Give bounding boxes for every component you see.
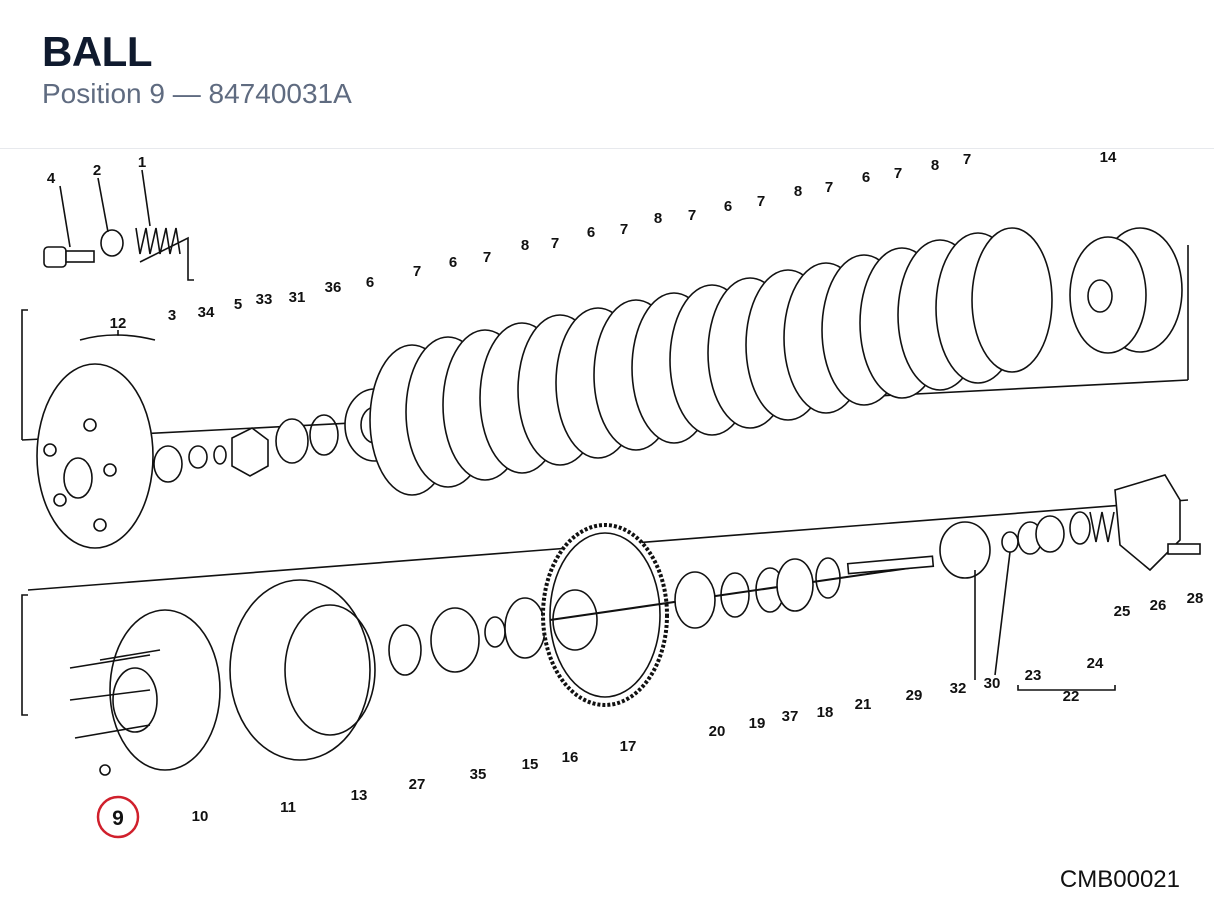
spacer-part-35 <box>430 607 480 673</box>
callout-label: 6 <box>724 198 732 215</box>
callout-label: 23 <box>1025 667 1042 684</box>
callout-label: 7 <box>757 193 765 210</box>
oring-part-15 <box>484 616 506 648</box>
callout-label: 28 <box>1187 590 1204 607</box>
callout-label: 20 <box>709 723 726 740</box>
screw-part-4 <box>43 246 95 268</box>
washer-part-27 <box>388 624 422 676</box>
oring-part-22 <box>1069 511 1091 545</box>
basket-part-11 <box>229 579 376 761</box>
callout-labels: 4 2 1 12 3 34 5 33 31 36 6 7 6 7 8 7 6 7… <box>47 149 1204 825</box>
highlight-label: 9 <box>112 807 124 830</box>
callout-label: 33 <box>256 291 273 308</box>
hub-part-10 <box>69 609 221 771</box>
circlip-part-19 <box>720 572 750 618</box>
piston-part-32 <box>939 521 991 579</box>
callout-label: 29 <box>906 687 923 704</box>
callout-label: 19 <box>749 715 766 732</box>
callout-label: 36 <box>325 279 342 296</box>
callout-label: 34 <box>198 304 215 321</box>
callout-label: 21 <box>855 696 872 713</box>
callout-label: 6 <box>366 274 374 291</box>
callout-label: 7 <box>551 235 559 252</box>
callout-label: 7 <box>483 249 491 266</box>
page-subtitle: Position 9 — 84740031A <box>42 78 352 109</box>
highlight-callout-9[interactable]: 9 <box>96 795 140 839</box>
callout-label: 2 <box>93 162 101 179</box>
drawing-code: CMB00021 <box>1059 866 1180 893</box>
oring-part-30 <box>1001 531 1019 553</box>
callout-label: 7 <box>894 165 902 182</box>
callout-label: 32 <box>950 680 967 697</box>
oring-part-5 <box>213 445 227 465</box>
diagram-line-art <box>21 169 1201 776</box>
callout-label: 1 <box>138 154 146 171</box>
callout-label: 30 <box>984 675 1001 692</box>
callout-label: 8 <box>931 157 939 174</box>
callout-label: 8 <box>521 237 529 254</box>
bearing-part-20 <box>674 571 716 629</box>
callout-label: 7 <box>688 207 696 224</box>
callout-label: 31 <box>289 289 306 306</box>
callout-label: 6 <box>449 254 457 271</box>
callout-label: 7 <box>620 221 628 238</box>
callout-label: 37 <box>782 708 799 725</box>
callout-label: 8 <box>794 183 802 200</box>
bearing-part-18 <box>776 558 814 612</box>
pushrod-part-29 <box>846 555 935 575</box>
callout-label: 13 <box>351 787 368 804</box>
callout-label: 6 <box>862 169 870 186</box>
callout-label: 12 <box>110 315 127 332</box>
slave-cylinder-part-26 <box>1114 474 1181 572</box>
callout-label: 6 <box>587 224 595 241</box>
callout-label: 8 <box>654 210 662 227</box>
callout-label: 16 <box>562 749 579 766</box>
lock-washer-part-31 <box>275 418 309 464</box>
nut-part-33 <box>231 427 269 477</box>
callout-label: 7 <box>413 263 421 280</box>
drum-part-14 <box>1069 227 1183 354</box>
callout-label: 14 <box>1100 149 1117 166</box>
callout-label: 27 <box>409 776 426 793</box>
screw-part-28 <box>1167 543 1201 555</box>
spring-part-25 <box>1089 511 1115 543</box>
callout-label: 26 <box>1150 597 1167 614</box>
bushing-part-34 <box>188 445 208 469</box>
callout-label: 18 <box>817 704 834 721</box>
callout-label: 5 <box>234 296 242 313</box>
callout-label: 35 <box>470 766 487 783</box>
washer-part-2 <box>100 229 124 257</box>
callout-label: 22 <box>1063 688 1080 705</box>
page-title: BALL <box>42 28 152 75</box>
callout-label: 25 <box>1114 603 1131 620</box>
callout-label: 11 <box>280 799 296 816</box>
callout-label: 4 <box>47 170 56 187</box>
gear-part-17 <box>541 523 669 707</box>
callout-label: 24 <box>1087 655 1104 672</box>
pressure-plate-part-12 <box>36 363 154 549</box>
spring-part-1 <box>135 227 194 281</box>
exploded-parts-diagram: 4 2 1 12 3 34 5 33 31 36 6 7 6 7 8 7 6 7… <box>21 149 1204 839</box>
callout-label: 15 <box>522 756 539 773</box>
bearing-part-16 <box>504 597 546 659</box>
callout-label: 17 <box>620 738 637 755</box>
ball-part-9 <box>99 764 111 776</box>
clutch-plate-stack <box>369 227 1053 496</box>
page-header: BALL Position 9 — 84740031A <box>0 0 1214 149</box>
callout-label: 7 <box>825 179 833 196</box>
washer-part-36 <box>309 414 339 456</box>
bearing-part-3 <box>153 445 183 483</box>
callout-label: 3 <box>168 307 176 324</box>
circlip-part-21 <box>815 557 841 599</box>
seal-part-24 <box>1035 515 1065 553</box>
callout-label: 10 <box>192 808 209 825</box>
highlight-circle <box>96 795 140 839</box>
callout-label: 7 <box>963 151 971 168</box>
